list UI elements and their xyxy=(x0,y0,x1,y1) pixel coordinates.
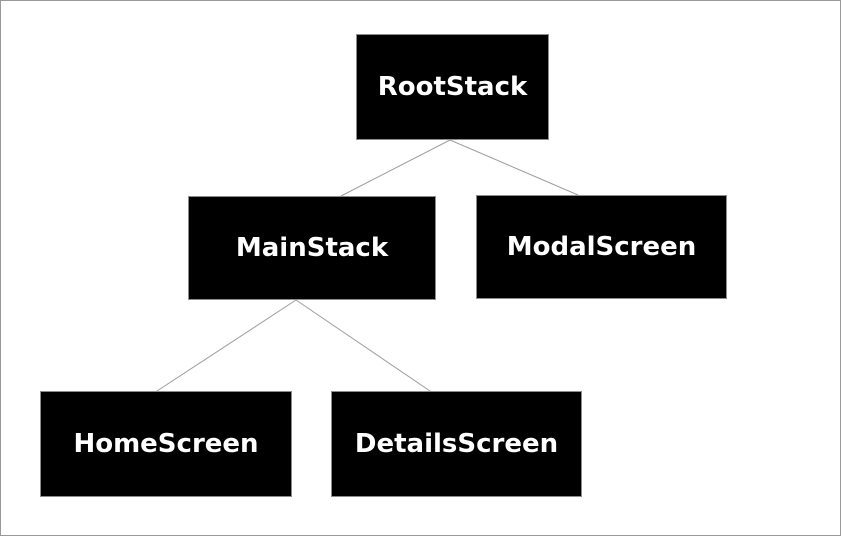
edge-mainstack-detailsscreen xyxy=(295,299,431,392)
node-modalscreen-label: ModalScreen xyxy=(506,232,697,262)
node-modalscreen[interactable]: ModalScreen xyxy=(476,195,727,299)
node-homescreen-label: HomeScreen xyxy=(73,429,259,459)
node-homescreen[interactable]: HomeScreen xyxy=(40,391,292,497)
node-detailsscreen[interactable]: DetailsScreen xyxy=(331,391,582,497)
node-mainstack[interactable]: MainStack xyxy=(188,196,436,300)
edge-mainstack-homescreen xyxy=(156,299,297,392)
edge-rootstack-modalscreen xyxy=(449,139,579,196)
node-rootstack-label: RootStack xyxy=(377,72,528,102)
node-rootstack[interactable]: RootStack xyxy=(356,34,549,140)
node-detailsscreen-label: DetailsScreen xyxy=(354,429,559,459)
edge-rootstack-mainstack xyxy=(340,139,451,197)
node-mainstack-label: MainStack xyxy=(235,233,389,263)
